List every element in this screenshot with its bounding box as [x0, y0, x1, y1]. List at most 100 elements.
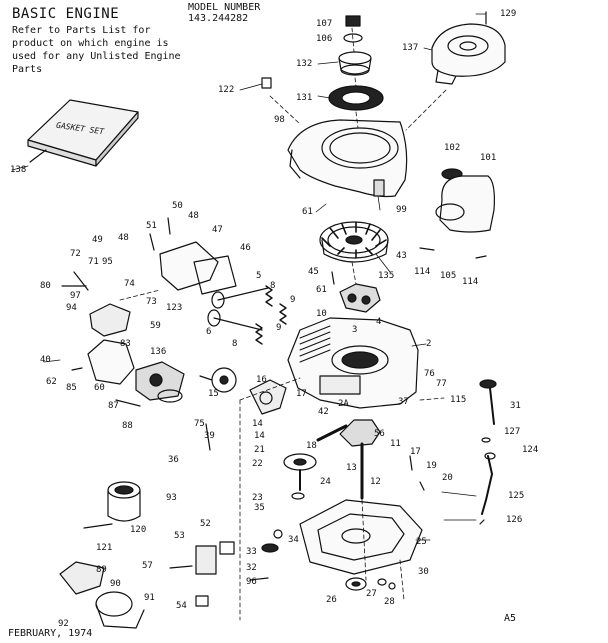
part-number: 16 [256, 375, 267, 385]
part-number: 8 [270, 281, 276, 291]
part-number: 93 [166, 493, 177, 503]
parts-list-note: Refer to Parts List for product on which… [12, 25, 181, 75]
part-number: 92 [58, 619, 69, 629]
rotating-screen-131 [328, 85, 384, 111]
part-number: 10 [316, 309, 327, 319]
muffler-101 [435, 168, 495, 233]
part-number: 73 [146, 297, 157, 307]
part-number: 17 [296, 389, 307, 399]
breather-cover-47 [159, 241, 237, 295]
part-number: 51 [146, 221, 157, 231]
part-number: 101 [480, 153, 497, 163]
publication-date: FEBRUARY, 1974 [8, 628, 93, 639]
part-number: 57 [142, 561, 153, 571]
part-number: 61 [316, 285, 327, 295]
part-number: 2 [426, 339, 432, 349]
part-number: 24 [320, 477, 331, 487]
part-number: 72 [70, 249, 81, 259]
part-number: 37 [398, 397, 409, 407]
part-number: 25 [416, 537, 427, 547]
part-number: 42 [318, 407, 329, 417]
part-number: 121 [96, 543, 113, 553]
part-number: 9 [290, 295, 296, 305]
part-number: 22 [252, 459, 263, 469]
part-number: 60 [94, 383, 105, 393]
fasteners [61, 11, 487, 581]
part-number: 49 [92, 235, 103, 245]
gear-33 [261, 529, 283, 553]
part-number: 76 [424, 369, 435, 379]
part-number: 95 [102, 257, 113, 267]
part-number: 30 [418, 567, 429, 577]
page-title: BASIC ENGINE [12, 6, 120, 22]
part-number: 32 [246, 563, 257, 573]
part-number: 85 [66, 383, 77, 393]
starter-housing-137 [431, 23, 506, 85]
oil-sump-25 [299, 499, 423, 575]
starter-cup-132 [338, 51, 372, 76]
part-number: 17 [410, 447, 421, 457]
part-number: 114 [462, 277, 479, 287]
ignition-armature [339, 283, 381, 313]
part-number: 114 [414, 267, 431, 277]
gasket-set-box [27, 99, 139, 167]
part-number: 31 [510, 401, 521, 411]
part-number: 61 [302, 207, 313, 217]
part-number: 47 [212, 225, 223, 235]
part-number: 54 [176, 601, 187, 611]
part-number: 74 [124, 279, 135, 289]
part-number: 2A [338, 399, 349, 409]
part-number: 125 [508, 491, 525, 501]
part-number: 53 [174, 531, 185, 541]
part-number: 99 [396, 205, 407, 215]
part-number: 122 [218, 85, 235, 95]
part-number: 20 [442, 473, 453, 483]
part-number: 48 [118, 233, 129, 243]
part-number: 39 [204, 431, 215, 441]
part-number: 83 [120, 339, 131, 349]
part-number: 80 [40, 281, 51, 291]
part-number: 50 [172, 201, 183, 211]
governor-15 [199, 367, 237, 393]
air-filter-120 [107, 481, 141, 522]
part-number: 4 [376, 317, 382, 327]
part-number: 135 [378, 271, 395, 281]
model-number-value: 143.244282 [188, 13, 249, 24]
part-number: 34 [288, 535, 299, 545]
fuel-tank-parts [59, 561, 145, 629]
part-number: 52 [200, 519, 211, 529]
plate-14 [249, 379, 287, 415]
part-number: 97 [70, 291, 81, 301]
part-number: 75 [194, 419, 205, 429]
camshaft-22 [283, 453, 317, 500]
part-number: 137 [402, 43, 419, 53]
part-number: 71 [88, 257, 99, 267]
part-number: 127 [504, 427, 521, 437]
part-number: 36 [168, 455, 179, 465]
part-number: 43 [396, 251, 407, 261]
part-number: 8 [232, 339, 238, 349]
dipstick-31 [479, 379, 497, 525]
part-number: 98 [274, 115, 285, 125]
part-number: 94 [66, 303, 77, 313]
part-number: 90 [110, 579, 121, 589]
part-number: 5 [256, 271, 262, 281]
part-number: 14 [252, 419, 263, 429]
part-number: 19 [426, 461, 437, 471]
part-number: 18 [306, 441, 317, 451]
part-number: 23 [252, 493, 263, 503]
part-number: 124 [522, 445, 539, 455]
part-number: 62 [46, 377, 57, 387]
part-number: 14 [254, 431, 265, 441]
part-number: 59 [150, 321, 161, 331]
blower-housing-98 [287, 119, 408, 198]
part-number: 40 [40, 355, 51, 365]
part-number: 26 [326, 595, 337, 605]
part-number: 126 [506, 515, 523, 525]
part-number: 6 [206, 327, 212, 337]
bracket-122 [261, 77, 272, 89]
crankshaft-11 [316, 419, 381, 500]
part-number: 105 [440, 271, 457, 281]
part-number: 28 [384, 597, 395, 607]
part-number: 115 [450, 395, 467, 405]
